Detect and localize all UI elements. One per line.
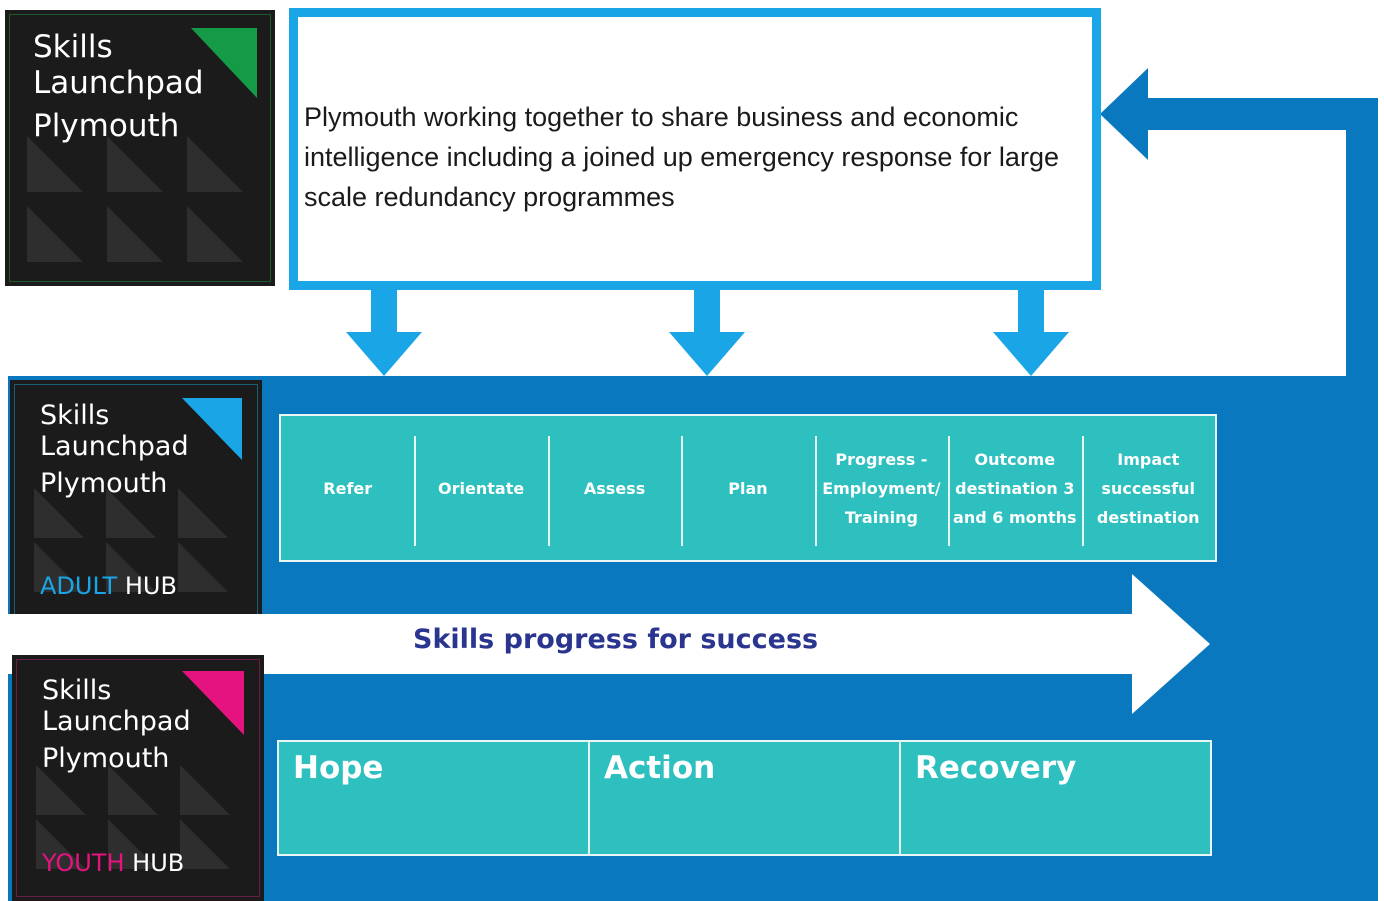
feedback-arrow-vertical xyxy=(1346,98,1378,378)
down-arrow-right xyxy=(993,288,1069,376)
stage-label: Plan xyxy=(728,478,768,498)
logo-line: Skills xyxy=(40,400,110,431)
stage-cell: Plan xyxy=(681,416,814,560)
feedback-arrow-head xyxy=(1100,68,1148,160)
youth-hub-logo: Skills Launchpad Plymouth YOUTH HUB xyxy=(12,655,264,901)
logo-line: Plymouth xyxy=(42,743,170,775)
stage-label: Impact successful destination xyxy=(1096,449,1200,527)
hub-suffix: HUB xyxy=(124,572,177,600)
youth-logo-text: Skills Launchpad Plymouth xyxy=(42,675,191,774)
intro-text: Plymouth working together to share busin… xyxy=(304,102,1059,212)
feedback-arrow-horizontal xyxy=(1140,98,1378,130)
phase-label: Recovery xyxy=(915,750,1077,786)
phase-cell: Recovery xyxy=(899,742,1210,854)
intro-box: Plymouth working together to share busin… xyxy=(289,8,1101,290)
logo-line: Launchpad xyxy=(40,431,189,463)
down-arrow-left xyxy=(346,288,422,376)
logo-line: Plymouth xyxy=(40,468,168,500)
logo-line: Skills xyxy=(33,29,113,65)
stage-label: Outcome destination 3 and 6 months xyxy=(953,449,1077,527)
youth-hub-label: YOUTH HUB xyxy=(42,849,184,877)
youth-logo-border xyxy=(16,659,260,897)
adult-hub-label: ADULT HUB xyxy=(40,572,177,600)
main-logo-text: Skills Launchpad Plymouth xyxy=(33,29,204,145)
hub-prefix: YOUTH xyxy=(42,849,125,877)
adult-hub-logo: Skills Launchpad Plymouth ADULT HUB xyxy=(10,380,262,622)
progress-arrow-label: Skills progress for success xyxy=(413,624,819,655)
phase-cell: Hope xyxy=(279,742,588,854)
down-arrow-head xyxy=(669,332,745,376)
stage-cell: Impact successful destination xyxy=(1081,416,1215,560)
logo-line: Launchpad xyxy=(42,706,191,738)
down-arrow-shaft xyxy=(1018,288,1044,332)
phase-label: Hope xyxy=(293,750,384,786)
stage-label: Orientate xyxy=(438,478,525,498)
phase-cell: Action xyxy=(588,742,899,854)
logo-line: Plymouth xyxy=(33,108,180,145)
stage-label: Refer xyxy=(323,478,373,498)
adult-logo-text: Skills Launchpad Plymouth xyxy=(40,400,189,499)
down-arrow-center xyxy=(669,288,745,376)
down-arrow-shaft xyxy=(694,288,720,332)
stage-label: Assess xyxy=(583,478,646,498)
logo-line: Skills xyxy=(42,675,112,706)
stage-cell: Progress - Employment/ Training xyxy=(814,416,948,560)
stage-cell: Orientate xyxy=(414,416,547,560)
stage-cell: Outcome destination 3 and 6 months xyxy=(948,416,1081,560)
stage-cell: Refer xyxy=(281,416,414,560)
phase-label: Action xyxy=(604,750,716,786)
progress-arrow-head xyxy=(1132,574,1210,714)
logo-line: Launchpad xyxy=(33,64,204,101)
main-logo-border xyxy=(9,14,271,282)
stages-table: Refer Orientate Assess Plan Progress - E… xyxy=(279,414,1217,562)
down-arrow-head xyxy=(346,332,422,376)
hub-prefix: ADULT xyxy=(40,572,118,600)
hub-suffix: HUB xyxy=(132,849,185,877)
stage-label: Progress - Employment/ Training xyxy=(822,449,941,527)
main-logo: Skills Launchpad Plymouth xyxy=(5,10,275,286)
down-arrow-shaft xyxy=(371,288,397,332)
phases-table: Hope Action Recovery xyxy=(277,740,1212,856)
stage-cell: Assess xyxy=(547,416,681,560)
down-arrow-head xyxy=(993,332,1069,376)
